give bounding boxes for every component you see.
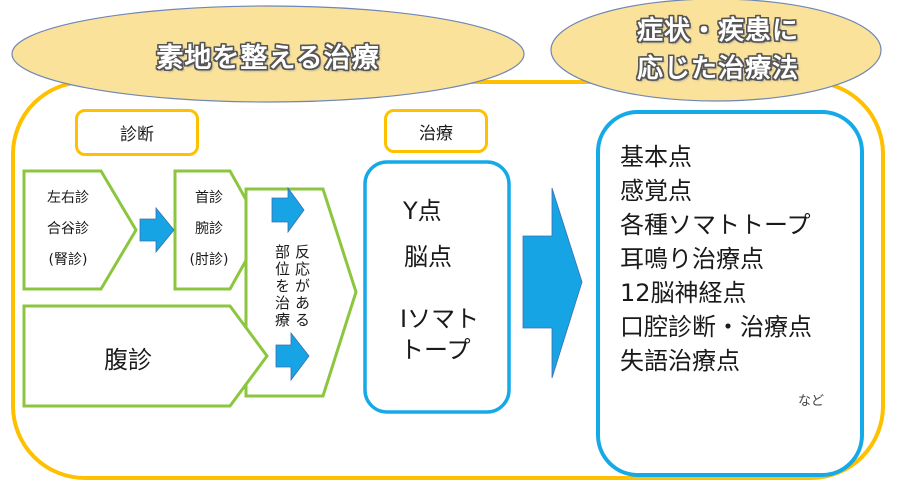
group2-item: 首診: [195, 190, 223, 206]
left-title-ellipse: [11, 5, 525, 103]
method-item: 失語治療点: [620, 347, 740, 375]
diagnosis-label: 診断: [75, 109, 199, 156]
right-title: 症状・疾患に 応じた治療法: [598, 12, 838, 88]
group2-list: 首診 腕診 (肘診): [178, 183, 240, 276]
method-item: 口腔診断・治療点: [620, 313, 812, 341]
treatment-item: Iソマト: [400, 305, 480, 333]
left-title: 素地を整える治療: [156, 43, 380, 74]
reaction-text: 反応がある部位を治療: [273, 244, 311, 329]
method-item: 耳鳴り治療点: [620, 245, 764, 273]
treatment-item: トープ: [400, 336, 471, 364]
group1-item: 左右診: [47, 190, 89, 206]
right-title-ellipse: [550, 0, 882, 102]
right-title-line2: 応じた治療法: [636, 54, 799, 84]
treatment-item: Y点: [403, 197, 442, 225]
arrow-right-icon: [271, 186, 305, 234]
right-title-line1: 症状・疾患に: [636, 16, 799, 46]
method-item: 感覚点: [620, 177, 692, 205]
arrow-right-icon: [275, 331, 310, 382]
treatment-label: 治療: [384, 109, 488, 153]
methods-box: [596, 110, 864, 477]
group1-item: (腎診): [48, 252, 88, 268]
abdominal-label: 腹診: [104, 346, 152, 374]
big-arrow-right-icon: [522, 187, 583, 379]
method-item: 各種ソマトトープ: [620, 211, 811, 239]
methods-list: 基本点 感覚点 各種ソマトトープ 耳鳴り治療点 12脳神経点 口腔診断・治療点 …: [620, 140, 812, 378]
group1-list: 左右診 合谷診 (腎診): [32, 183, 104, 276]
pentagon-group1: [22, 169, 138, 291]
treatment-item: 脳点: [404, 243, 452, 271]
method-item: 12脳神経点: [620, 279, 747, 307]
arrow-right-icon: [139, 206, 175, 254]
pentagon-abdominal: [22, 304, 269, 408]
group2-item: 腕診: [195, 221, 223, 237]
group2-item: (肘診): [189, 252, 229, 268]
group1-item: 合谷診: [47, 221, 89, 237]
method-item: 基本点: [620, 143, 692, 171]
etc-label: など: [798, 394, 825, 409]
treatment-box: [363, 160, 511, 414]
